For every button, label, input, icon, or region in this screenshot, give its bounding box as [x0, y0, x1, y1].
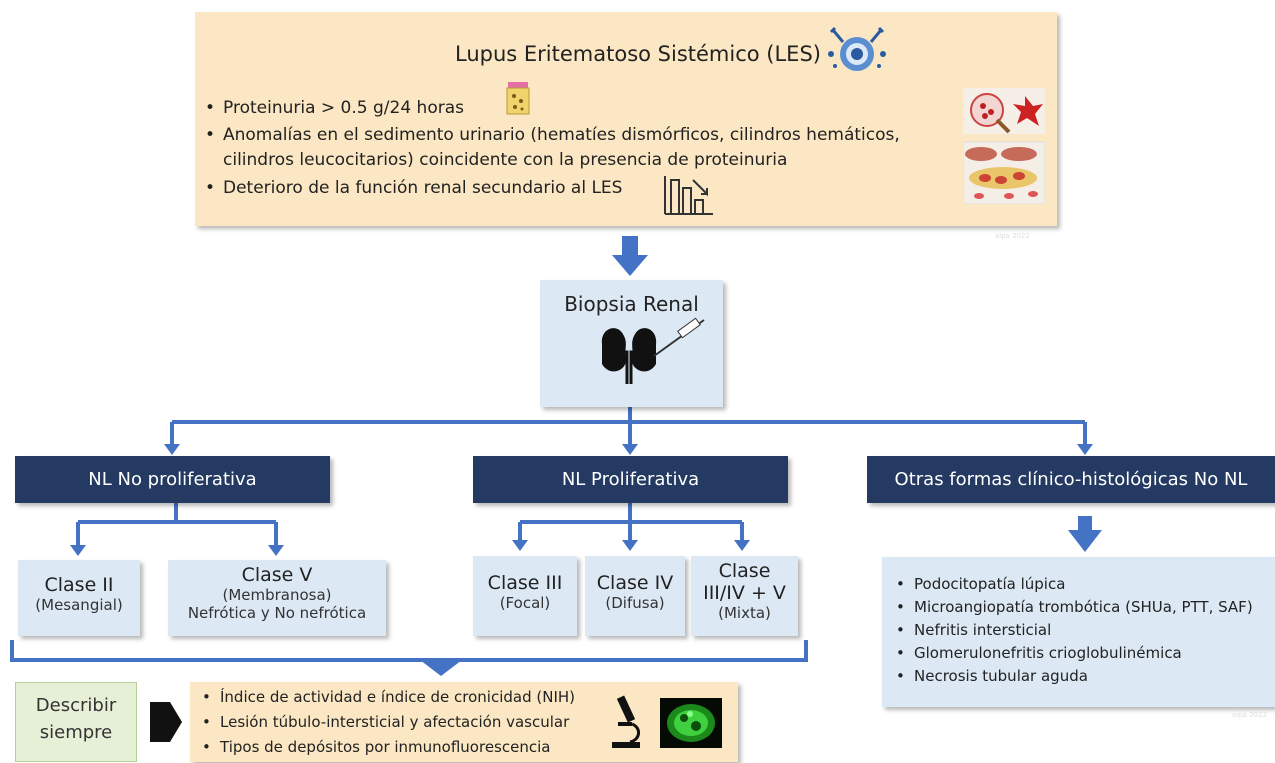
class-mixed-title2: III/IV + V: [703, 582, 786, 604]
decline-chart-icon: [664, 176, 713, 215]
class-iii-title: Clase III: [487, 572, 563, 594]
describe-items-box: •Índice de actividad e índice de cronici…: [190, 682, 738, 762]
class-mixed-subtitle: (Mixta): [718, 604, 771, 622]
class-ii-subtitle: (Mesangial): [35, 596, 123, 614]
other-item-podocytopathy: •Podocitopatía lúpica: [896, 575, 1066, 593]
class-iv-box: Clase IV (Difusa): [585, 556, 685, 636]
other-item-nephritis: •Nefritis intersticial: [896, 621, 1052, 639]
class-iv-subtitle: (Difusa): [605, 594, 665, 612]
urine-sample-icon: [506, 82, 530, 115]
blood-cells-image: [963, 88, 1045, 204]
class-iii-box: Clase III (Focal): [473, 556, 577, 636]
class-v-subtitle2: Nefrótica y No nefrótica: [187, 604, 367, 622]
biopsy-title: Biopsia Renal: [564, 292, 699, 316]
watermark: aipa 2022: [1232, 711, 1268, 719]
class-mixed-title: Clase: [718, 560, 771, 582]
describe-label-2: siempre: [39, 722, 113, 743]
class-v-title: Clase V: [241, 564, 313, 586]
class-ii-box: Clase II (Mesangial): [18, 560, 140, 636]
les-bullet-sediment-cont: cilindros leucocitarios) coincidente con…: [223, 150, 788, 170]
class-v-box: Clase V (Membranosa) Nefrótica y No nefr…: [168, 560, 386, 636]
watermark: aipa 2022: [995, 232, 1031, 240]
immunofluorescence-image: [660, 698, 722, 748]
describe-item-activity-index: •Índice de actividad e índice de cronici…: [202, 688, 576, 706]
header-proliferative: NL Proliferativa: [473, 456, 788, 503]
other-item-microangiopathy: •Microangiopatía trombótica (SHUa, PTT, …: [896, 598, 1253, 616]
les-bullet-proteinuria: •Proteinuria > 0.5 g/24 horas: [205, 98, 464, 118]
header-no-proliferative: NL No proliferativa: [15, 456, 330, 503]
class-ii-title: Clase II: [44, 574, 114, 596]
describe-item-tubulointerstitial: •Lesión túbulo-intersticial y afectación…: [202, 713, 570, 731]
other-forms-box: •Podocitopatía lúpica •Microangiopatía t…: [882, 557, 1275, 719]
les-criteria-box: Lupus Eritematoso Sistémico (LES) •Prote…: [195, 12, 1057, 240]
les-bullet-sediment: •Anomalías en el sedimento urinario (hem…: [205, 125, 900, 145]
class-mixed-box: Clase III/IV + V (Mixta): [691, 556, 798, 636]
describe-label-1: Describir: [35, 695, 117, 716]
pointer-arrow-icon: [150, 702, 182, 742]
describe-always-box: Describir siempre: [15, 682, 137, 762]
other-item-necrosis: •Necrosis tubular aguda: [896, 667, 1088, 685]
class-v-subtitle: (Membranosa): [222, 586, 332, 604]
describe-item-deposits: •Tipos de depósitos por inmunofluorescen…: [202, 738, 551, 756]
class-iii-subtitle: (Focal): [499, 594, 551, 612]
kidneys-needle-icon: [601, 317, 705, 384]
immune-cell-icon: [828, 26, 886, 71]
other-item-glomerulonephritis: •Glomerulonefritis crioglobulinémica: [896, 644, 1182, 662]
class-iv-title: Clase IV: [596, 572, 674, 594]
microscope-icon: [612, 695, 640, 748]
biopsy-box: Biopsia Renal: [540, 280, 723, 407]
header-other-forms: Otras formas clínico-histológicas No NL: [867, 456, 1275, 503]
les-title: Lupus Eritematoso Sistémico (LES): [455, 42, 821, 66]
les-bullet-renal-function: •Deterioro de la función renal secundari…: [205, 178, 623, 198]
